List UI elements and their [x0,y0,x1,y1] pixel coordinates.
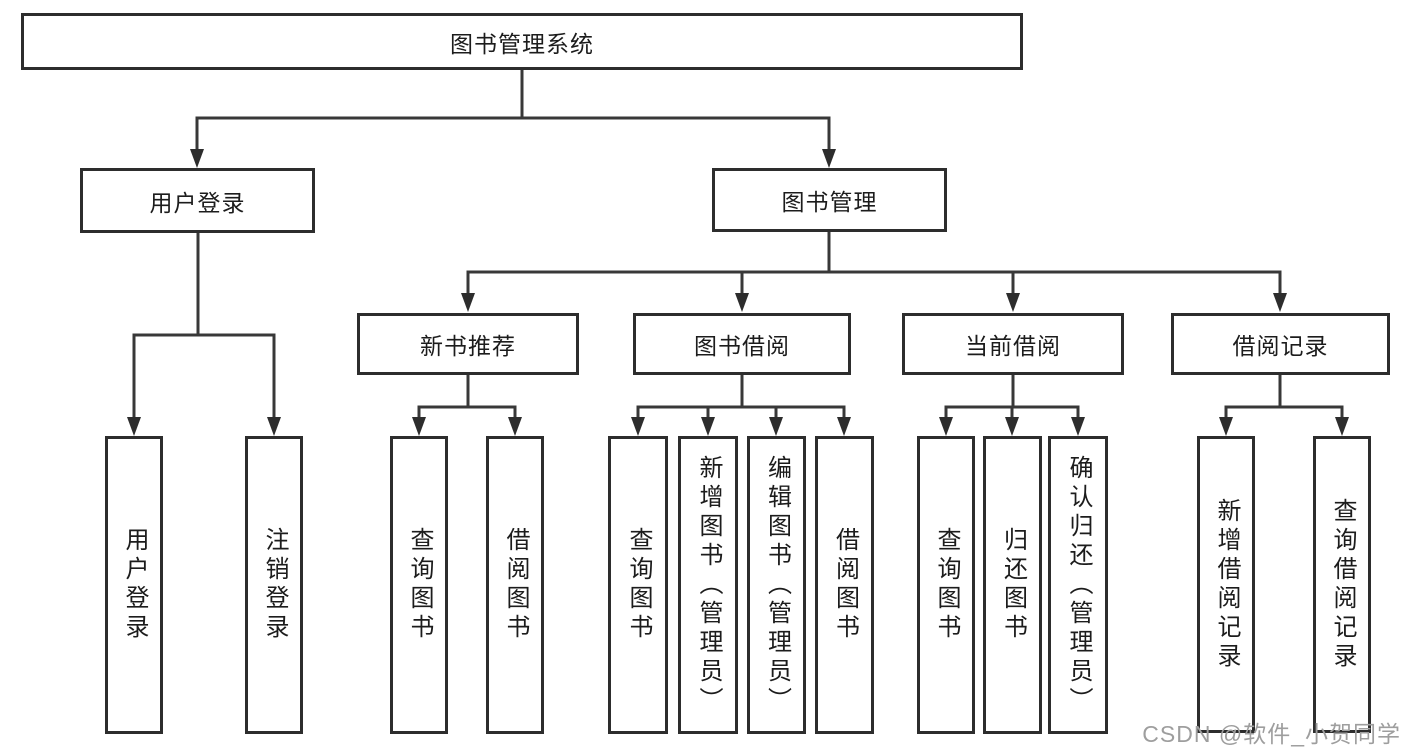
node-book-management: 图书管理 [712,168,947,232]
leaf-add-borrow-record: 新增借阅记录 [1197,436,1255,733]
leaf-query-books-recommend: 查询图书 [390,436,448,734]
leaf-user-login: 用户登录 [105,436,163,734]
leaf-logout: 注销登录 [245,436,303,734]
leaf-borrow-books-recommend: 借阅图书 [486,436,544,734]
leaf-query-books-current: 查询图书 [917,436,975,734]
leaf-borrow-books-borrow: 借阅图书 [815,436,874,734]
connector-user-login-children [132,231,276,430]
leaf-confirm-return-admin: 确认归还（管理员） [1048,436,1108,734]
node-new-book-recommend: 新书推荐 [357,313,579,375]
connector-book-borrow-children [636,373,846,430]
node-user-login: 用户登录 [80,168,315,233]
connector-borrow-records-children [1224,373,1344,430]
node-borrow-records: 借阅记录 [1171,313,1390,375]
leaf-edit-book-admin: 编辑图书（管理员） [747,436,806,734]
node-root: 图书管理系统 [21,13,1023,70]
csdn-watermark: CSDN @软件_小贺同学 [1142,721,1401,747]
connector-new-book-children [417,373,517,430]
arrowheads [127,149,1349,436]
connector-book-mgmt-level3 [466,230,1282,306]
leaf-query-borrow-record: 查询借阅记录 [1313,436,1371,733]
node-current-borrow: 当前借阅 [902,313,1124,375]
connector-root-to-level2 [195,68,831,162]
node-book-borrow: 图书借阅 [633,313,851,375]
leaf-return-book: 归还图书 [983,436,1042,734]
leaf-add-book-admin: 新增图书（管理员） [678,436,738,734]
leaf-query-books-borrow: 查询图书 [608,436,668,734]
